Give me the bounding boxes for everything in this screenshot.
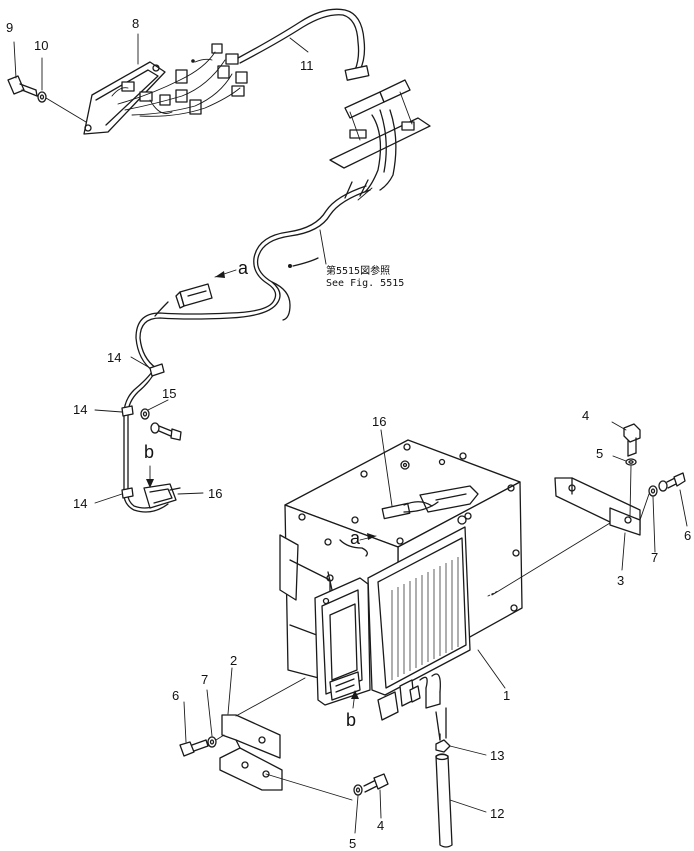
label-a-box: a [350, 528, 361, 548]
bolt-15 [150, 422, 182, 441]
callout-numbers: 9 10 8 11 14 15 14 14 16 16 4 5 6 7 3 1 … [6, 16, 691, 851]
callout-1: 1 [503, 688, 510, 703]
callout-13: 13 [490, 748, 504, 763]
reference-note: 第5515図参照 See Fig. 5515 [326, 264, 404, 289]
label-b-left: b [144, 442, 154, 462]
reference-note-jp: 第5515図参照 [326, 264, 390, 277]
clip-13 [435, 733, 451, 753]
callout-10: 10 [34, 38, 48, 53]
leader-bracket3-hidden [487, 590, 499, 597]
controller-box-1 [279, 439, 523, 741]
callout-4-top: 4 [582, 408, 589, 423]
callout-4-bottom: 4 [377, 818, 384, 833]
callout-2: 2 [230, 653, 237, 668]
leader-bolt4-top [629, 465, 632, 517]
arrow-b-box-head [351, 690, 359, 699]
callout-5-top: 5 [596, 446, 603, 461]
bracket-2 [219, 677, 306, 791]
washer-5-bottom [353, 784, 363, 796]
label-a-top: a [238, 258, 249, 278]
callout-7-right: 7 [651, 550, 658, 565]
washer-5-top [625, 458, 637, 466]
wiring-panel-8 [83, 43, 248, 135]
callout-9: 9 [6, 20, 13, 35]
callout-14-top: 14 [107, 350, 121, 365]
washer-7-right [648, 485, 658, 497]
callout-15: 15 [162, 386, 176, 401]
lower-harness [121, 363, 181, 513]
main-harness [135, 179, 373, 372]
reference-note-en: See Fig. 5515 [326, 278, 404, 289]
pipe-12 [435, 753, 453, 848]
washer-10 [37, 91, 47, 103]
bolt-9 [7, 75, 38, 97]
callout-7-left: 7 [201, 672, 208, 687]
label-b-box: b [346, 710, 356, 730]
connection-letters: a a b b [144, 258, 361, 730]
callout-14-bottom: 14 [73, 496, 87, 511]
callout-leaders [13, 33, 688, 834]
callout-16-left: 16 [208, 486, 222, 501]
connector-a-plug [154, 283, 213, 317]
bolt-4-bottom [363, 773, 389, 793]
callout-3: 3 [617, 573, 624, 588]
arrow-a-top-head [215, 271, 225, 278]
harness-11 [237, 8, 370, 81]
leader-bolt6-right [639, 493, 650, 521]
callout-12: 12 [490, 806, 504, 821]
callout-6-left: 6 [172, 688, 179, 703]
washer-15 [140, 408, 150, 420]
connector-bracket [329, 79, 431, 193]
arrow-b-left-head [146, 479, 154, 488]
callout-5-bottom: 5 [349, 836, 356, 851]
callout-16-box: 16 [372, 414, 386, 429]
callout-14-mid: 14 [73, 402, 87, 417]
callout-6-right: 6 [684, 528, 691, 543]
washer-7-left [207, 736, 217, 748]
callout-8: 8 [132, 16, 139, 31]
bolt-6-left [179, 739, 209, 757]
leader-bolt4-bottom [265, 773, 353, 801]
arrow-a-box-head [367, 533, 376, 540]
callout-11: 11 [300, 58, 314, 73]
bolt-4-top [623, 423, 641, 457]
bracket-3 [491, 477, 641, 596]
bolt-6-right [658, 472, 686, 492]
leader-bolt6-left [215, 734, 225, 741]
leader-panel-bolt [45, 97, 87, 123]
